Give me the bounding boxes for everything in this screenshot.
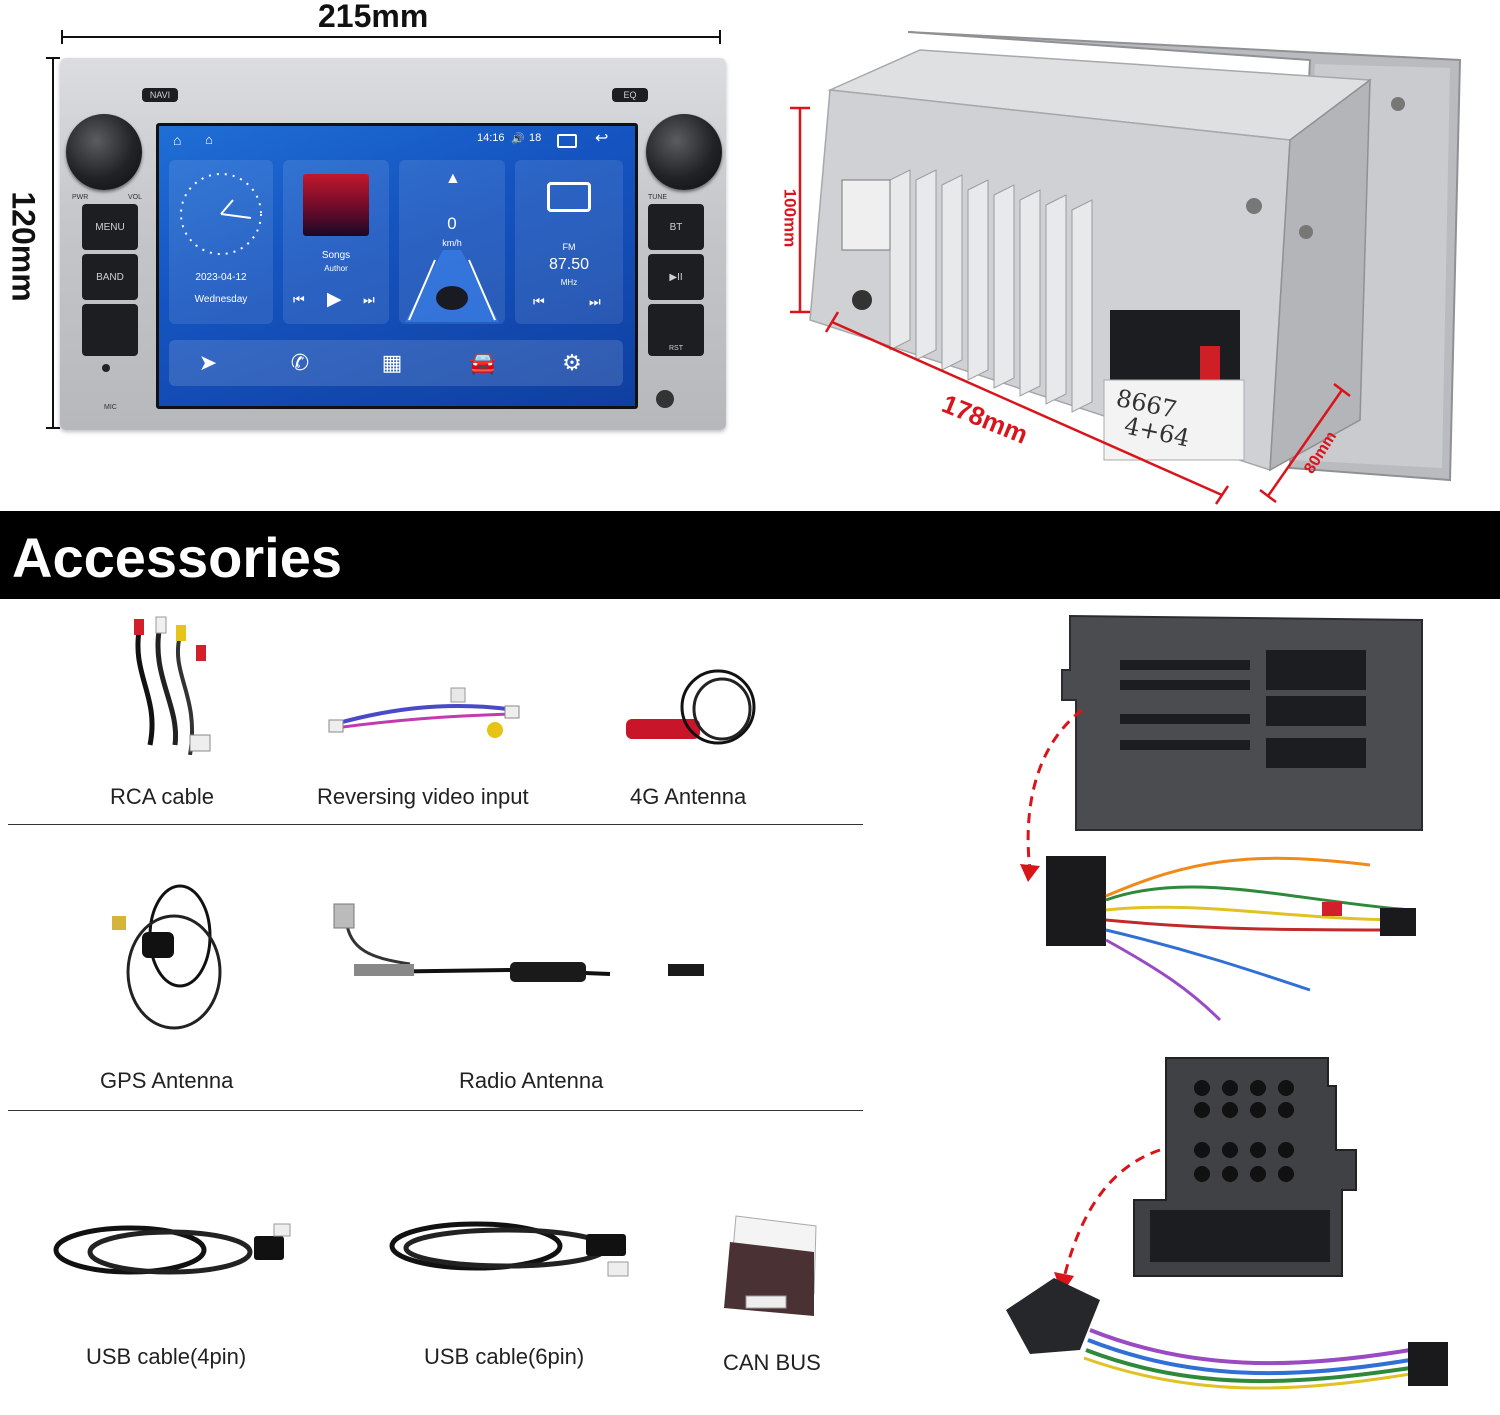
clock-widget[interactable]: 2023-04-12 Wednesday [169, 160, 273, 324]
back-icon[interactable]: ↩ [595, 130, 609, 147]
vol-label: VOL [128, 194, 143, 201]
usb-cable-6pin-image [389, 1221, 629, 1277]
radio-widget[interactable]: FM 87.50 MHz ⏮ ⏭ [515, 160, 623, 324]
speedometer-widget[interactable]: ▲ 0 km/h [399, 160, 505, 324]
band-button[interactable]: BAND [82, 254, 138, 300]
song-artist: Author [324, 264, 348, 273]
song-title: Songs [321, 250, 351, 261]
navigation-arrow-icon: ▲ [445, 170, 461, 187]
4g-antenna-image [626, 669, 756, 745]
speed-value: 0 [447, 214, 457, 233]
radio-unit: MHz [560, 278, 578, 287]
radio-icon [547, 182, 591, 212]
settings-icon[interactable]: ⚙ [562, 350, 582, 375]
bt-button[interactable]: BT [648, 204, 704, 250]
phone-icon[interactable]: ✆ [290, 350, 310, 375]
rca-cable-image [134, 616, 211, 755]
pwr-label: PWR [72, 194, 89, 201]
radio-band: FM [562, 242, 576, 252]
play-pause-button[interactable]: ▶II [648, 254, 704, 300]
usb-cable-6pin-label: USB cable(6pin) [424, 1344, 585, 1369]
accessories-banner: Accessories [0, 511, 1500, 599]
house-icon[interactable]: ⌂ [205, 132, 213, 147]
speed-unit: km/h [442, 238, 462, 248]
mic-hole [102, 364, 110, 372]
4g-antenna-label: 4G Antenna [630, 784, 747, 809]
gps-antenna-label: GPS Antenna [100, 1068, 234, 1093]
divider-row2 [8, 1110, 863, 1111]
usb-cable-4pin-image [53, 1223, 291, 1275]
rear-unit-image [790, 31, 1462, 505]
wiring-harness-images [1006, 614, 1448, 1390]
reversing-video-input-label: Reversing video input [317, 784, 529, 809]
clock-day: Wednesday [194, 294, 248, 305]
status-time: 14:16 [477, 132, 505, 144]
rear-height-dimension-label: 100mm [780, 188, 800, 248]
seek-back-icon[interactable]: ⏮ [533, 294, 545, 309]
tune-label: TUNE [648, 194, 668, 201]
radio-antenna-label: Radio Antenna [459, 1068, 604, 1093]
previous-track-icon[interactable]: ⏮ [293, 292, 305, 307]
blank-left-button[interactable] [82, 304, 138, 356]
music-widget[interactable]: Songs Author ⏮ ▶ ⏭ [283, 160, 389, 324]
radio-frequency: 87.50 [548, 256, 590, 273]
touch-screen[interactable]: ⌂ ⌂ 14:16 🔊 18 ↩ 2023-04-12 Wednesday So… [156, 123, 638, 409]
status-volume: 18 [529, 132, 542, 144]
car-icon[interactable]: 🚘 [469, 350, 497, 375]
accessories-title: Accessories [12, 526, 343, 589]
menu-button[interactable]: MENU [82, 204, 138, 250]
apps-icon[interactable]: ▦ [381, 350, 403, 375]
divider-row1 [8, 824, 863, 825]
height-dimension-label: 120mm [5, 191, 42, 302]
seek-forward-icon[interactable]: ⏭ [589, 294, 601, 309]
rst-button[interactable]: RST [648, 304, 704, 356]
navi-button[interactable]: NAVI [142, 88, 178, 102]
width-dimension-label: 215mm [318, 0, 429, 34]
gps-antenna-image [112, 884, 222, 1030]
reversing-video-cable-image [328, 687, 520, 738]
navigation-icon[interactable]: ➤ [198, 350, 218, 375]
usb-cable-4pin-label: USB cable(4pin) [86, 1344, 247, 1369]
rca-cable-label: RCA cable [110, 784, 214, 809]
radio-antenna-image [333, 903, 704, 982]
reset-hole[interactable] [656, 390, 674, 408]
front-dimension-lines [46, 30, 721, 429]
eq-button[interactable]: EQ [612, 88, 648, 102]
play-icon[interactable]: ▶ [327, 289, 342, 310]
next-track-icon[interactable]: ⏭ [363, 292, 375, 307]
album-art-image [303, 174, 369, 236]
volume-knob[interactable] [66, 114, 142, 190]
tune-knob[interactable] [646, 114, 722, 190]
can-bus-label: CAN BUS [723, 1350, 821, 1375]
can-bus-box-image [724, 1215, 817, 1316]
home-icon[interactable]: ⌂ [173, 132, 182, 148]
clock-date: 2023-04-12 [195, 272, 247, 283]
head-unit-front: NAVI EQ PWR VOL TUNE MENU BAND BT ▶II RS… [60, 58, 726, 430]
app-dock: ➤ ✆ ▦ 🚘 ⚙ [169, 340, 623, 386]
volume-icon: 🔊 [511, 133, 525, 145]
mic-label: MIC [104, 404, 117, 411]
analog-clock-icon [180, 173, 262, 255]
recent-apps-icon[interactable] [557, 134, 577, 148]
road-lanes-icon [405, 250, 499, 322]
